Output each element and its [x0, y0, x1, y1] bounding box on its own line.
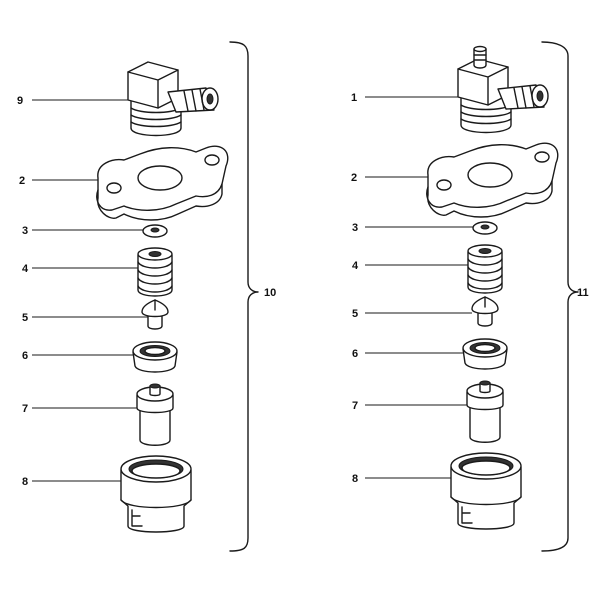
left-callouts: 9 2 3 4 5 6 7 8	[17, 95, 148, 488]
callout-1: 1	[351, 92, 357, 104]
callout-3: 3	[22, 225, 28, 237]
right-callouts: 1 2 3 4 5 6 7 8	[351, 92, 473, 485]
group-label-10: 10	[264, 287, 276, 299]
callout-5: 5	[22, 312, 28, 324]
callout-8: 8	[352, 473, 358, 485]
callout-7: 7	[22, 403, 28, 415]
callout-6: 6	[22, 350, 28, 362]
callout-5: 5	[352, 308, 358, 320]
group-label-11: 11	[577, 287, 589, 299]
group-bracket-right	[541, 41, 579, 552]
callout-4: 4	[22, 263, 29, 275]
callout-4: 4	[352, 260, 359, 272]
bleed-nipple-part	[473, 45, 487, 69]
callout-2: 2	[351, 172, 357, 184]
callout-2: 2	[19, 175, 25, 187]
callout-9: 9	[17, 95, 23, 107]
callout-8: 8	[22, 476, 28, 488]
callout-7: 7	[352, 400, 358, 412]
left-assembly: 10 9 2 3 4 5 6 7 8	[17, 41, 276, 552]
callout-3: 3	[352, 222, 358, 234]
callout-6: 6	[352, 348, 358, 360]
group-bracket-left	[229, 41, 259, 552]
right-assembly: 11 1 2 3 4 5 6 7 8	[351, 41, 589, 552]
